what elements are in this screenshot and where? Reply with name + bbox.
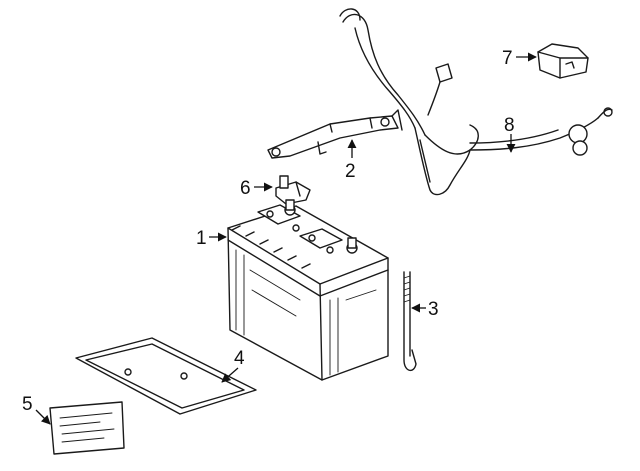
svg-text:1: 1: [196, 228, 207, 249]
svg-text:6: 6: [240, 178, 251, 199]
callout-6: 6: [240, 178, 273, 199]
terminal-clamp-icon: [275, 175, 311, 205]
battery-icon: [227, 199, 389, 381]
svg-text:2: 2: [345, 161, 356, 182]
callout-4: 4: [221, 348, 245, 383]
svg-text:5: 5: [22, 394, 33, 415]
callout-1: 1: [196, 228, 227, 249]
callout-8: 8: [504, 115, 516, 153]
svg-text:4: 4: [234, 348, 245, 369]
callout-7: 7: [502, 48, 537, 69]
svg-text:3: 3: [428, 299, 439, 320]
battery-cable-icon: [339, 8, 613, 196]
fuse-block-icon: [537, 43, 589, 79]
callout-3: 3: [411, 299, 439, 320]
hold-down-bolt-icon: [403, 271, 417, 371]
svg-text:7: 7: [502, 48, 513, 69]
callout-2: 2: [345, 139, 357, 182]
callout-5: 5: [22, 394, 51, 425]
label-icon: [49, 401, 125, 455]
svg-text:8: 8: [504, 115, 515, 136]
battery-tray-icon: [75, 337, 257, 415]
hold-down-clamp-icon: [267, 109, 403, 159]
